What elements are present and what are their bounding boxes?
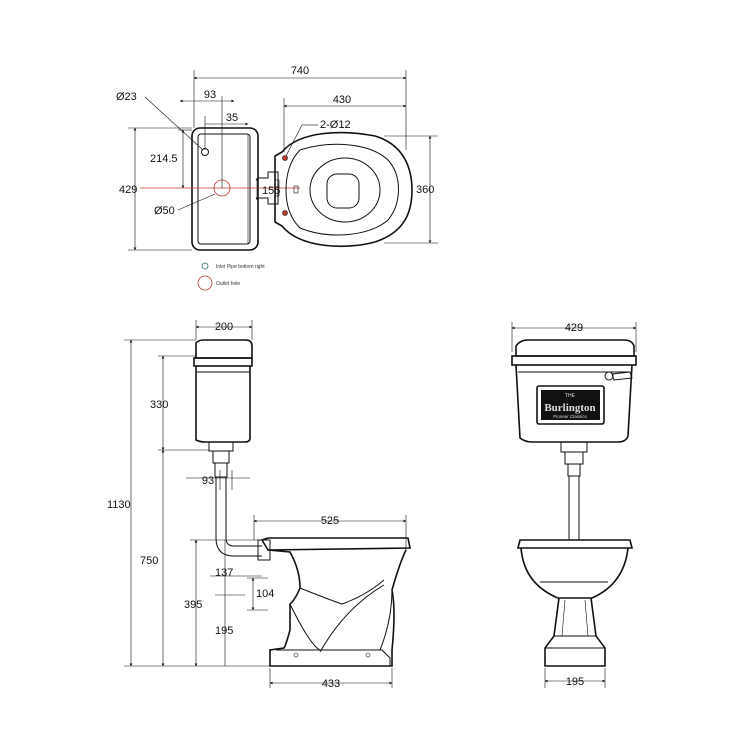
- dim-inlet-from-back: 214.5: [150, 153, 178, 165]
- dim-base-width: 195: [566, 676, 584, 688]
- flush-pipe-front: [568, 476, 580, 540]
- dim-overall-width: 740: [291, 65, 309, 77]
- plan-view: 740 93 35 430 Ø23 2-Ø12 214.5 429 Ø50: [116, 65, 438, 251]
- dim-cistern-side-width: 200: [215, 321, 233, 333]
- cistern-side-body: [195, 366, 251, 443]
- flush-connector-plan: [258, 171, 279, 205]
- dim-cistern-bottom-height: 750: [140, 555, 158, 567]
- dim-footprint-length: 433: [322, 678, 340, 690]
- brand-plaque: [536, 385, 605, 425]
- dim-pipe-offset-side: 93: [202, 475, 214, 487]
- dim-inlet-diameter: Ø23: [116, 91, 137, 103]
- legend-inlet-label: Inlet Pipe bottom right: [216, 264, 265, 270]
- side-elevation: 200 1130 330 750 93 525 137 104: [107, 320, 411, 690]
- legend-outlet-label: Outlet hole: [216, 281, 240, 287]
- dim-outlet-height: 195: [215, 625, 233, 637]
- dim-flush-inlet-size: 104: [256, 588, 274, 600]
- brand-line-2: Burlington: [544, 402, 595, 414]
- fixing-hole-bottom: [282, 210, 288, 216]
- legend: Inlet Pipe bottom right Outlet hole: [197, 262, 265, 291]
- pan-plan-outline: [274, 131, 413, 248]
- legend-outlet-symbol: [197, 275, 213, 291]
- dim-fixing-holes: 2-Ø12: [320, 119, 351, 131]
- pan-front-bowl: [520, 547, 629, 599]
- pan-seat-opening: [309, 157, 381, 223]
- brand-line-3: Pioneer Classics: [553, 414, 587, 419]
- dim-pan-length: 525: [321, 515, 339, 527]
- brand-line-1: THE: [565, 393, 576, 399]
- front-elevation: THE Burlington Pioneer Classics 429 195: [511, 322, 637, 688]
- dim-pan-width: 430: [333, 94, 351, 106]
- cistern-side-lid: [195, 339, 253, 359]
- dim-pan-height: 395: [184, 599, 202, 611]
- flush-lever-handle: [604, 371, 633, 381]
- pan-side-body: [267, 549, 407, 667]
- dim-outlet-diameter: Ø50: [154, 205, 175, 217]
- dim-outlet-offset: 93: [204, 89, 216, 101]
- pan-front-pedestal: [544, 597, 606, 667]
- dim-cistern-front-width: 429: [565, 322, 583, 334]
- dim-pipe-offset: 155: [262, 185, 280, 197]
- cistern-front-lid: [515, 339, 635, 357]
- dim-overall-height: 1130: [107, 499, 131, 511]
- pan-side-seat: [260, 537, 411, 551]
- fixing-hole-top: [282, 155, 288, 161]
- dim-cistern-depth: 429: [119, 184, 137, 196]
- pan-bowl-opening: [326, 173, 360, 209]
- dim-flush-inlet-offset: 137: [215, 567, 233, 579]
- dim-cistern-height: 330: [150, 399, 168, 411]
- pan-front-rim: [516, 539, 634, 549]
- flush-pipe-side: [215, 477, 262, 557]
- dim-inlet-offset: 35: [226, 112, 238, 124]
- legend-inlet-symbol: [201, 262, 209, 270]
- dim-pan-depth: 360: [416, 184, 434, 196]
- cistern-plan-inner: [197, 133, 251, 245]
